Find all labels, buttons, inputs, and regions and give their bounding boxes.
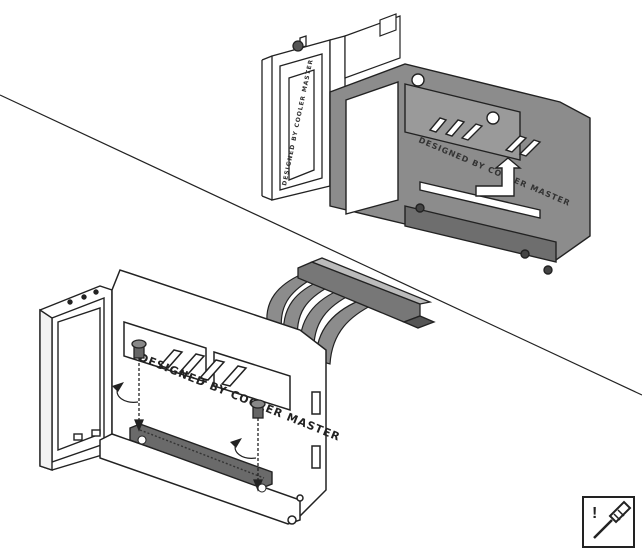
mount-hole-2 — [257, 483, 267, 493]
screw-left — [131, 339, 147, 432]
top-assembly: DESIGNED BY COOLER MASTER — [261, 13, 591, 275]
top-gray-plate — [329, 63, 591, 275]
rotation-arrowhead-right — [230, 438, 242, 448]
pcie-connector — [297, 257, 436, 329]
screw-right — [250, 399, 266, 492]
bottom-white-bracket — [39, 285, 113, 471]
screwdriver-caution-icon: ! — [582, 496, 635, 548]
bottom-mount-plate — [99, 269, 327, 525]
caution-mark: ! — [592, 505, 597, 522]
rotation-arrowhead-left — [112, 382, 124, 392]
step-divider-line — [0, 94, 642, 396]
push-direction-arrow — [475, 157, 522, 197]
bottom-assembly: DESIGNED BY COOLER MASTER — [39, 257, 436, 525]
mount-hole-1 — [137, 435, 147, 445]
